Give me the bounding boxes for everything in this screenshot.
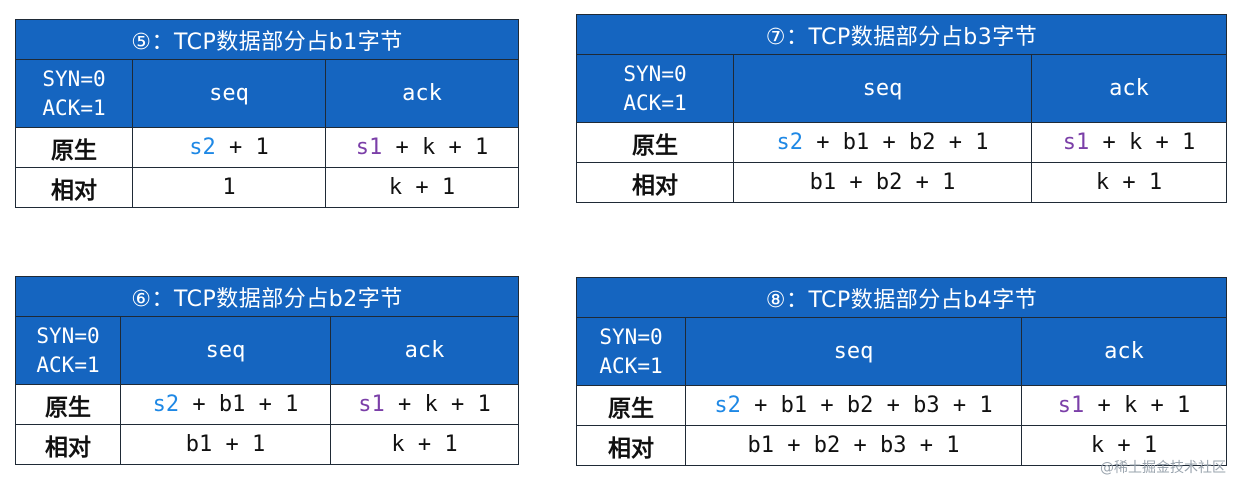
raw-ack-value: s1 + k + 1 — [1020, 385, 1228, 426]
table-title: ⑥：TCP数据部分占b2字节 — [14, 276, 520, 317]
flags-cell: SYN=0 ACK=1 — [576, 317, 686, 386]
seq-expression: + b1 + 1 — [179, 392, 299, 417]
relative-ack-value: k + 1 — [329, 424, 520, 465]
seq-header: seq — [120, 316, 331, 385]
seq-header: seq — [733, 54, 1032, 123]
ack-flag: ACK=1 — [42, 95, 106, 120]
flags-cell: SYN=0 ACK=1 — [576, 54, 734, 123]
seq-variable: s2 — [152, 392, 180, 417]
table-step-5: ⑤：TCP数据部分占b1字节 SYN=0 ACK=1 seq ack 原生 s2… — [14, 19, 520, 208]
table-step-7: ⑦：TCP数据部分占b3字节 SYN=0 ACK=1 seq ack 原生 s2… — [575, 14, 1228, 203]
relative-ack-value: k + 1 — [324, 167, 520, 208]
table-step-6: ⑥：TCP数据部分占b2字节 SYN=0 ACK=1 seq ack 原生 s2… — [14, 276, 520, 465]
ack-header: ack — [329, 316, 520, 385]
row-label-raw: 原生 — [576, 122, 734, 163]
relative-ack-value: k + 1 — [1020, 425, 1228, 466]
syn-flag: SYN=0 — [623, 61, 687, 86]
table-title: ⑦：TCP数据部分占b3字节 — [575, 14, 1228, 55]
raw-ack-value: s1 + k + 1 — [329, 384, 520, 425]
ack-flag: ACK=1 — [623, 90, 687, 115]
ack-header: ack — [324, 59, 520, 128]
seq-expression: + 1 — [215, 135, 269, 160]
relative-seq-value: b1 + 1 — [120, 424, 331, 465]
row-label-relative: 相对 — [576, 162, 734, 203]
ack-expression: + k + 1 — [1089, 130, 1196, 155]
seq-header: seq — [685, 317, 1022, 386]
relative-seq-value: 1 — [132, 167, 326, 208]
relative-seq-value: b1 + b2 + b3 + 1 — [685, 425, 1022, 466]
ack-variable: s1 — [1062, 130, 1090, 155]
raw-ack-value: s1 + k + 1 — [324, 127, 520, 168]
flags-cell: SYN=0 ACK=1 — [15, 59, 133, 128]
row-label-raw: 原生 — [15, 127, 133, 168]
table-title: ⑧：TCP数据部分占b4字节 — [575, 277, 1228, 318]
ack-header: ack — [1030, 54, 1228, 123]
seq-header: seq — [132, 59, 326, 128]
ack-flag: ACK=1 — [599, 353, 663, 378]
row-label-relative: 相对 — [576, 425, 686, 466]
ack-expression: + k + 1 — [382, 135, 489, 160]
raw-seq-value: s2 + b1 + 1 — [120, 384, 331, 425]
table-title: ⑤：TCP数据部分占b1字节 — [14, 19, 520, 60]
seq-variable: s2 — [714, 393, 741, 418]
seq-variable: s2 — [189, 135, 216, 160]
relative-ack-value: k + 1 — [1030, 162, 1228, 203]
flags-cell: SYN=0 ACK=1 — [15, 316, 121, 385]
row-label-relative: 相对 — [15, 167, 133, 208]
ack-variable: s1 — [355, 135, 383, 160]
syn-flag: SYN=0 — [42, 66, 106, 91]
row-label-raw: 原生 — [15, 384, 121, 425]
raw-seq-value: s2 + 1 — [132, 127, 326, 168]
row-label-relative: 相对 — [15, 424, 121, 465]
syn-flag: SYN=0 — [36, 323, 100, 348]
syn-flag: SYN=0 — [599, 324, 663, 349]
watermark-text: @稀土掘金技术社区 — [1100, 460, 1226, 476]
ack-variable: s1 — [1057, 393, 1085, 418]
row-label-raw: 原生 — [576, 385, 686, 426]
seq-variable: s2 — [776, 130, 804, 155]
raw-seq-value: s2 + b1 + b2 + b3 + 1 — [685, 385, 1022, 426]
ack-expression: + k + 1 — [384, 392, 491, 417]
ack-header: ack — [1020, 317, 1228, 386]
seq-expression: + b1 + b2 + b3 + 1 — [740, 393, 993, 418]
raw-seq-value: s2 + b1 + b2 + 1 — [733, 122, 1032, 163]
ack-variable: s1 — [358, 392, 385, 417]
relative-seq-value: b1 + b2 + 1 — [733, 162, 1032, 203]
seq-expression: + b1 + b2 + 1 — [803, 130, 989, 155]
raw-ack-value: s1 + k + 1 — [1030, 122, 1228, 163]
table-step-8: ⑧：TCP数据部分占b4字节 SYN=0 ACK=1 seq ack 原生 s2… — [575, 277, 1228, 466]
ack-flag: ACK=1 — [36, 352, 100, 377]
ack-expression: + k + 1 — [1084, 393, 1191, 418]
